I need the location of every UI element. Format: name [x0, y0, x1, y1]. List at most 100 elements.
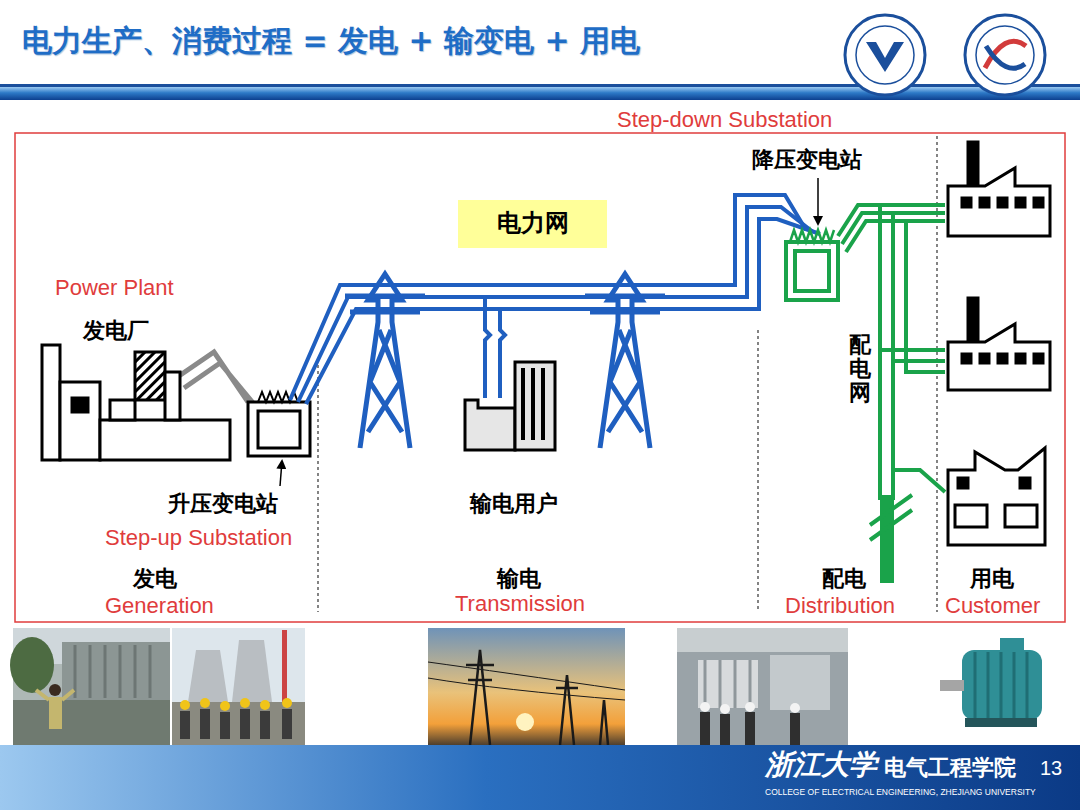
step-up-transformer	[248, 392, 310, 456]
photo-cooling-towers	[282, 630, 287, 702]
power-plant	[100, 420, 230, 460]
transmission-line	[485, 297, 490, 398]
customer-factory	[948, 168, 1050, 236]
photo-cooling-towers	[180, 700, 190, 710]
section-label: Transmission	[455, 591, 585, 616]
photo-power-lines	[466, 650, 608, 745]
customer-factory	[948, 324, 1050, 390]
distribution-line	[893, 470, 945, 492]
node-text: 电力网	[497, 210, 569, 238]
photo-motor	[1000, 638, 1024, 652]
college-logo	[976, 26, 1034, 84]
photo-dam	[10, 637, 54, 693]
customer-factory	[980, 198, 989, 207]
photo-substation	[677, 628, 848, 652]
photo-cooling-towers	[260, 700, 270, 710]
photo-cooling-towers	[232, 640, 272, 702]
photo-substation	[700, 702, 710, 712]
power-plant	[135, 352, 165, 400]
distribution-line	[880, 348, 945, 352]
power-plant	[42, 345, 254, 460]
photo-cooling-towers	[220, 712, 230, 739]
photo-power-lines	[428, 628, 625, 745]
section-label: 用电	[970, 566, 1014, 591]
school-name: 浙江大学	[765, 749, 877, 781]
distribution-line	[878, 205, 882, 500]
photo-motor	[930, 628, 1065, 745]
header-bar	[0, 84, 1080, 87]
photo-motor	[940, 680, 964, 691]
photo-substation	[770, 655, 830, 710]
photo-cooling-towers	[180, 711, 190, 739]
photo-substation	[677, 628, 848, 745]
photo-substation	[745, 712, 755, 745]
photo-substation	[705, 660, 750, 708]
customer-house	[948, 448, 1045, 545]
chinese-label: 降压变电站	[752, 147, 862, 172]
customer-house	[958, 478, 968, 488]
photo-cooling-towers	[172, 628, 305, 745]
power-plant	[110, 400, 135, 420]
section-divider	[757, 330, 758, 612]
customer-factory	[948, 298, 1050, 390]
photo-cooling-towers	[220, 701, 230, 711]
diagram-frame	[15, 133, 1065, 622]
leader-arrow	[817, 178, 819, 224]
distribution-line	[846, 221, 945, 252]
section-divider	[318, 136, 937, 612]
chinese-label: 发电厂	[83, 318, 149, 343]
university-logo	[845, 15, 925, 95]
college-logo	[986, 46, 1025, 68]
english-label: Power Plant	[55, 275, 174, 300]
section-label: 配电	[822, 566, 866, 591]
footer-band: 浙江大学电气工程学院COLLEGE OF ELECTRICAL ENGINEER…	[0, 745, 1080, 810]
transmission-tower	[585, 296, 665, 432]
photo-substation	[700, 712, 800, 745]
college-logo	[985, 41, 1026, 68]
distribution-line	[893, 359, 945, 363]
step-up-transformer	[258, 411, 300, 448]
section-label: 发电	[133, 566, 177, 591]
step-up-transformer	[248, 402, 310, 456]
college-logo	[965, 15, 1045, 95]
customer-house	[955, 505, 987, 527]
photo-dam	[10, 628, 170, 745]
photo-substation	[700, 702, 800, 714]
power-plant	[72, 398, 88, 412]
customer-factory	[998, 354, 1007, 363]
transmission-customer	[515, 362, 555, 450]
university-logo	[856, 26, 914, 84]
photo-substation	[720, 714, 730, 745]
college-name: 电气工程学院	[884, 755, 1016, 780]
transmission-customer	[465, 400, 515, 450]
photo-cooling-towers	[282, 698, 292, 708]
photo-cooling-towers	[260, 711, 270, 739]
photo-dam	[62, 642, 170, 700]
customer-factory	[1034, 354, 1043, 363]
step-down-transformer	[786, 230, 838, 300]
photo-substation	[790, 713, 800, 745]
customer-factory	[1034, 198, 1043, 207]
transmission-line	[500, 309, 505, 398]
customer-factory	[1016, 198, 1025, 207]
photo-motor	[975, 652, 1027, 718]
power-plant	[42, 345, 60, 460]
chinese-label: 输电用户	[470, 491, 558, 516]
photo-cooling-towers	[240, 698, 250, 708]
photo-dam	[75, 645, 150, 698]
photo-cooling-towers	[282, 709, 292, 739]
power-plant	[176, 352, 254, 404]
photo-power-lines	[428, 662, 625, 700]
photo-dam	[49, 684, 61, 696]
photo-substation	[720, 704, 730, 714]
photo-cooling-towers	[180, 698, 292, 711]
photo-dam	[13, 700, 170, 745]
distribution-line	[838, 205, 945, 583]
section-label: 输电	[497, 566, 541, 591]
power-plant	[60, 382, 100, 460]
photo-substation	[745, 702, 755, 712]
customer-factory	[948, 142, 1050, 236]
photo-substation	[700, 712, 710, 745]
leader-arrow	[280, 461, 282, 486]
